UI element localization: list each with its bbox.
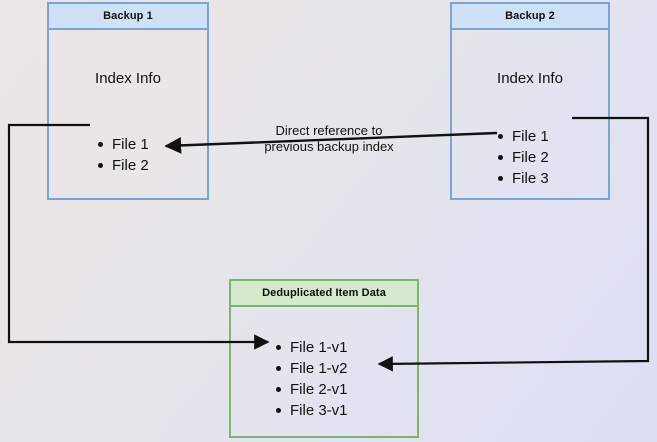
list-item: File 1-v2	[274, 358, 348, 379]
list-item: File 1	[496, 126, 549, 147]
box-backup-2-header: Backup 2	[452, 4, 608, 30]
list-item: File 2	[496, 147, 549, 168]
box-backup-1[interactable]: Backup 1 Index Info File 1 File 2	[47, 2, 209, 200]
box-backup-1-index-label: Index Info	[95, 70, 161, 87]
box-backup-1-header: Backup 1	[49, 4, 207, 30]
box-deduplicated-item-data-header: Deduplicated Item Data	[231, 281, 417, 307]
box-backup-2-file-list: File 1 File 2 File 3	[496, 126, 549, 189]
box-backup-2[interactable]: Backup 2 Index Info File 1 File 2 File 3	[450, 2, 610, 200]
list-item: File 3-v1	[274, 400, 348, 421]
box-backup-2-index-label: Index Info	[497, 70, 563, 87]
list-item: File 1-v1	[274, 337, 348, 358]
box-backup-1-file-list: File 1 File 2	[96, 134, 149, 176]
box-backup-1-body: Index Info File 1 File 2	[49, 30, 207, 198]
list-item: File 2-v1	[274, 379, 348, 400]
box-deduplicated-item-data-file-list: File 1-v1 File 1-v2 File 2-v1 File 3-v1	[274, 337, 348, 421]
annotation-direct-reference: Direct reference to previous backup inde…	[264, 123, 394, 154]
list-item: File 3	[496, 168, 549, 189]
list-item: File 2	[96, 155, 149, 176]
box-deduplicated-item-data-body: File 1-v1 File 1-v2 File 2-v1 File 3-v1	[231, 307, 417, 436]
list-item: File 1	[96, 134, 149, 155]
box-deduplicated-item-data[interactable]: Deduplicated Item Data File 1-v1 File 1-…	[229, 279, 419, 438]
box-backup-2-body: Index Info File 1 File 2 File 3	[452, 30, 608, 198]
